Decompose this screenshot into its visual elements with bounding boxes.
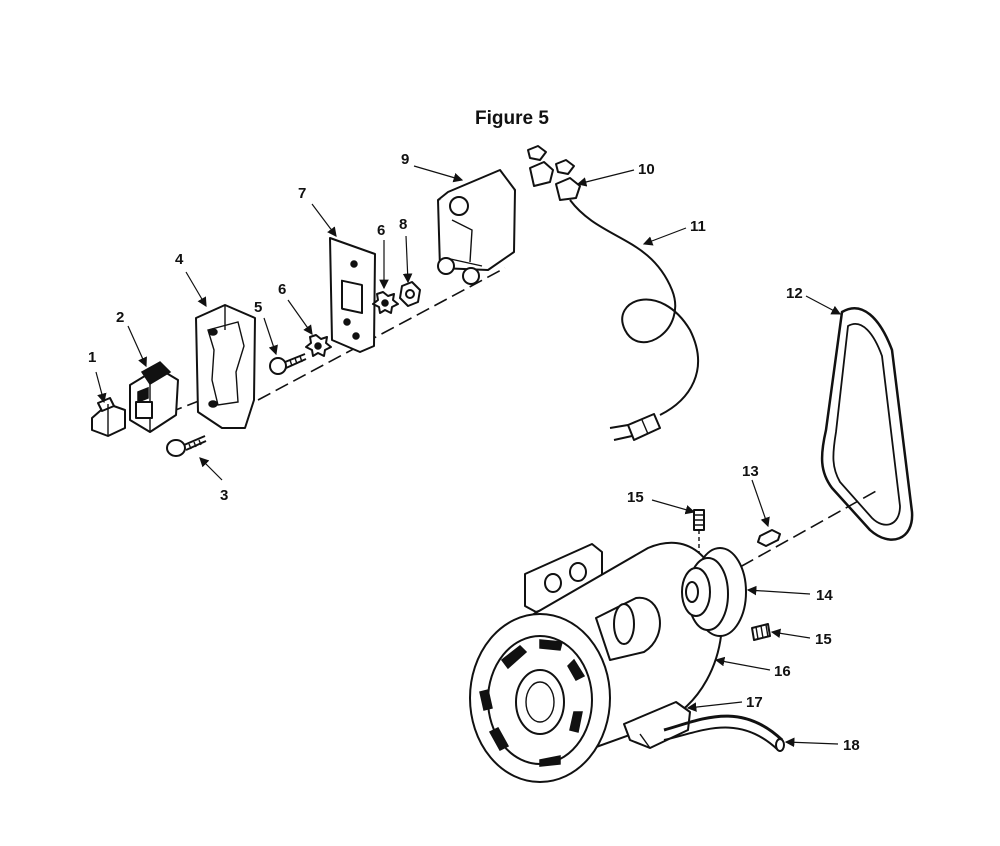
nut-part bbox=[399, 281, 421, 307]
leader-17 bbox=[686, 701, 743, 712]
leader-15a bbox=[651, 499, 696, 515]
junction-box-part bbox=[623, 701, 691, 749]
callout-11: 11 bbox=[690, 218, 706, 235]
leader-3 bbox=[199, 457, 223, 481]
leader-6a bbox=[287, 299, 313, 335]
leader-10 bbox=[576, 169, 635, 187]
leader-12 bbox=[805, 295, 842, 315]
callout-13: 13 bbox=[742, 463, 759, 480]
callout-18: 18 bbox=[843, 737, 860, 754]
leader-9 bbox=[413, 165, 464, 183]
leader-11 bbox=[642, 227, 687, 246]
screw-part-3 bbox=[166, 435, 207, 457]
switch-cover-part bbox=[437, 169, 516, 285]
switch-part bbox=[129, 361, 179, 433]
callout-3: 3 bbox=[220, 487, 228, 504]
set-screw-part-15b bbox=[751, 623, 771, 641]
leader-8 bbox=[402, 235, 413, 284]
callout-6b: 6 bbox=[377, 222, 385, 239]
callout-9: 9 bbox=[401, 151, 409, 168]
callout-12: 12 bbox=[786, 285, 803, 302]
callout-6a: 6 bbox=[278, 281, 286, 298]
callout-5: 5 bbox=[254, 299, 262, 316]
motor-part bbox=[469, 541, 747, 783]
screw-part-5 bbox=[269, 353, 307, 375]
star-washer-part-6b bbox=[372, 291, 399, 314]
leader-5 bbox=[263, 317, 278, 356]
callout-2: 2 bbox=[116, 309, 124, 326]
switch-key-part bbox=[91, 397, 126, 437]
callout-1: 1 bbox=[88, 349, 96, 366]
leader-14 bbox=[746, 585, 811, 596]
leader-15b bbox=[770, 628, 811, 639]
wire-connectors-part bbox=[527, 145, 581, 201]
power-cord-part bbox=[569, 199, 700, 441]
callout-4: 4 bbox=[175, 251, 184, 268]
leader-2 bbox=[127, 325, 147, 368]
callout-14: 14 bbox=[816, 587, 833, 604]
callout-15b: 15 bbox=[815, 631, 832, 648]
leader-7 bbox=[311, 203, 337, 237]
callout-17: 17 bbox=[746, 694, 763, 711]
callout-10: 10 bbox=[638, 161, 655, 178]
callout-16: 16 bbox=[774, 663, 791, 680]
callout-7: 7 bbox=[298, 185, 306, 202]
leader-16 bbox=[714, 656, 771, 671]
star-washer-part-6a bbox=[305, 334, 332, 357]
switch-box-part bbox=[195, 304, 256, 429]
figure-title: Figure 5 bbox=[475, 108, 549, 129]
drive-belt-part bbox=[820, 307, 914, 541]
leader-18 bbox=[784, 737, 839, 748]
pulley-part bbox=[681, 547, 747, 637]
shaft-key-part bbox=[757, 529, 781, 547]
switch-plate-part bbox=[329, 237, 376, 353]
motor-cord-part bbox=[663, 714, 785, 752]
leader-4 bbox=[185, 271, 207, 308]
leader-1 bbox=[95, 371, 107, 404]
assembly-axis-line bbox=[257, 267, 506, 401]
callout-8: 8 bbox=[399, 216, 407, 233]
callout-15a: 15 bbox=[627, 489, 644, 506]
leader-13 bbox=[751, 479, 770, 528]
